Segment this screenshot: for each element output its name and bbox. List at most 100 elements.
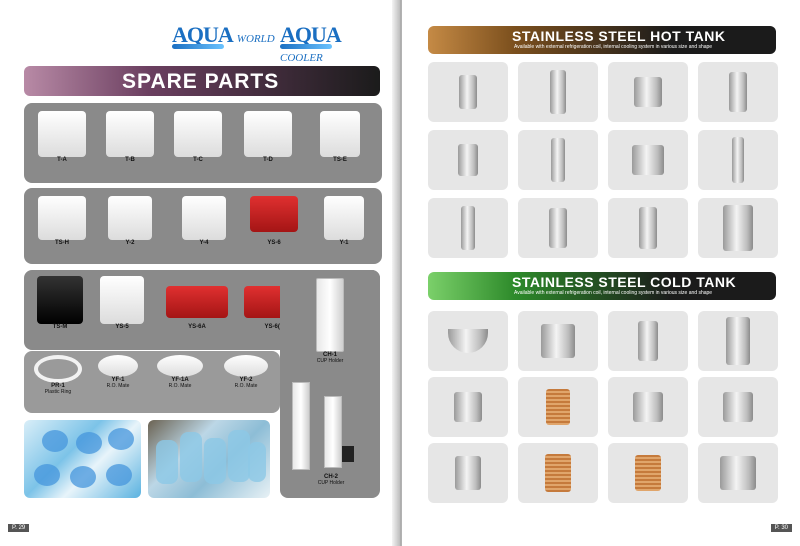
- part-code: YS-6: [267, 240, 281, 246]
- part-t-d: T-D: [236, 111, 300, 163]
- faucet-image: [320, 111, 360, 157]
- part-ys-5: YS-5: [90, 276, 154, 330]
- faucet-image: [244, 111, 292, 157]
- part-desc: CUP Holder: [317, 480, 345, 486]
- logo-word-cooler: COOLER: [280, 52, 323, 64]
- cold-tank-item: [428, 311, 508, 371]
- faucet-image: [250, 196, 298, 232]
- part-code: T-D: [263, 157, 273, 163]
- faucet-panel-row2: TS-H Y-2 Y-4 YS-6 Y-1: [24, 188, 382, 264]
- hot-tank-item: [518, 62, 598, 122]
- cold-tank-item: [608, 311, 688, 371]
- hot-tank-item: [428, 198, 508, 258]
- cup-holder-panel: CH-1 CUP Holder CH-2 CUP Holder: [280, 270, 380, 498]
- right-page: STAINLESS STEEL HOT TANK Available with …: [402, 0, 800, 546]
- hot-tank-item: [608, 130, 688, 190]
- part-code: Y-4: [199, 240, 209, 246]
- cold-tank-item: [698, 443, 778, 503]
- part-code: YS-5: [115, 324, 129, 330]
- cold-tank-title: STAINLESS STEEL COLD TANK: [512, 274, 737, 290]
- part-code: CH-1: [322, 352, 337, 358]
- part-ch-2: CH-2 CUP Holder: [286, 382, 376, 486]
- part-ts-e: TS-E: [308, 111, 372, 163]
- logo-word-aqua: AQUA: [280, 22, 342, 47]
- part-code: YS-6(T): [264, 324, 286, 330]
- part-desc: R.O. Mate: [234, 383, 258, 389]
- part-code: PR-1: [51, 383, 65, 389]
- faucet-image: [37, 276, 83, 324]
- page-number: P. 30: [770, 524, 792, 532]
- cup-holder-image: [286, 382, 376, 474]
- hot-tank-item: [608, 62, 688, 122]
- cold-tank-item: [698, 377, 778, 437]
- hot-tank-item: [428, 130, 508, 190]
- part-yf-1a: YF-1A R.O. Mate: [148, 355, 212, 389]
- ro-mate-image: [98, 355, 138, 377]
- ring-image: [34, 355, 82, 383]
- hot-tank-item: [698, 198, 778, 258]
- hot-tank-item: [698, 62, 778, 122]
- part-t-a: T-A: [30, 111, 94, 163]
- part-ts-m: TS-M: [28, 276, 92, 330]
- spare-parts-title: SPARE PARTS: [122, 70, 280, 93]
- cold-tank-banner: STAINLESS STEEL COLD TANK Available with…: [428, 272, 776, 300]
- brand-logos: AQUA WORLD AQUA COOLER: [172, 22, 382, 64]
- faucet-image: [174, 111, 222, 157]
- part-desc: Plastic Ring: [44, 389, 72, 395]
- part-desc: CUP Holder: [316, 358, 344, 364]
- part-t-b: T-B: [98, 111, 162, 163]
- faucet-image: [100, 276, 144, 324]
- cold-tank-item: [518, 311, 598, 371]
- faucet-panel-row1: T-A T-B T-C T-D TS-E: [24, 103, 382, 183]
- ro-mate-image: [157, 355, 203, 377]
- hot-tank-item: [428, 62, 508, 122]
- cold-tank-item: [608, 443, 688, 503]
- hot-tank-subtitle: Available with external refrigeration co…: [514, 44, 713, 50]
- faucet-image: [38, 196, 86, 240]
- hot-tank-banner: STAINLESS STEEL HOT TANK Available with …: [428, 26, 776, 54]
- part-code: CH-2: [323, 474, 338, 480]
- faucet-image: [108, 196, 152, 240]
- logo-word-aqua: AQUA: [172, 22, 234, 47]
- faucet-image: [324, 196, 364, 240]
- aqua-cooler-logo: AQUA COOLER: [280, 22, 382, 66]
- cold-tank-subtitle: Available with external refrigeration co…: [514, 290, 713, 296]
- part-code: YF-1A: [171, 377, 189, 383]
- part-ys-6a: YS-6A: [160, 276, 234, 330]
- part-code: Y-2: [125, 240, 135, 246]
- cold-tank-item: [518, 443, 598, 503]
- logo-word-world: WORLD: [236, 33, 275, 45]
- part-y-1: Y-1: [312, 196, 376, 246]
- faucet-image: [38, 111, 86, 157]
- part-code: T-B: [125, 157, 135, 163]
- part-y-4: Y-4: [172, 196, 236, 246]
- part-ch-1: CH-1 CUP Holder: [302, 278, 358, 364]
- cold-tank-item: [518, 377, 598, 437]
- aqua-world-logo: AQUA WORLD: [172, 22, 275, 49]
- cup-holder-image: [316, 278, 344, 352]
- cold-tank-item: [428, 377, 508, 437]
- faucet-image: [166, 286, 228, 318]
- cold-tank-item: [698, 311, 778, 371]
- part-code: TS-H: [55, 240, 69, 246]
- ro-mate-panel: PR-1 Plastic Ring YF-1 R.O. Mate YF-1A R…: [24, 351, 280, 413]
- part-pr-1: PR-1 Plastic Ring: [30, 355, 86, 395]
- part-y-2: Y-2: [98, 196, 162, 246]
- cold-tank-item: [608, 377, 688, 437]
- hot-tank-item: [518, 130, 598, 190]
- part-desc: R.O. Mate: [106, 383, 130, 389]
- part-code: YF-1: [111, 377, 125, 383]
- part-yf-2: YF-2 R.O. Mate: [216, 355, 276, 389]
- part-t-c: T-C: [166, 111, 230, 163]
- bottle-caps-photo: [24, 420, 141, 498]
- part-code: Y-1: [339, 240, 349, 246]
- water-bottles-photo: [148, 420, 270, 498]
- part-code: YF-2: [239, 377, 253, 383]
- hot-tank-title: STAINLESS STEEL HOT TANK: [512, 28, 726, 44]
- part-code: YS-6A: [188, 324, 206, 330]
- faucet-image: [182, 196, 226, 240]
- part-code: T-A: [57, 157, 67, 163]
- part-ts-h: TS-H: [30, 196, 94, 246]
- hot-tank-item: [698, 130, 778, 190]
